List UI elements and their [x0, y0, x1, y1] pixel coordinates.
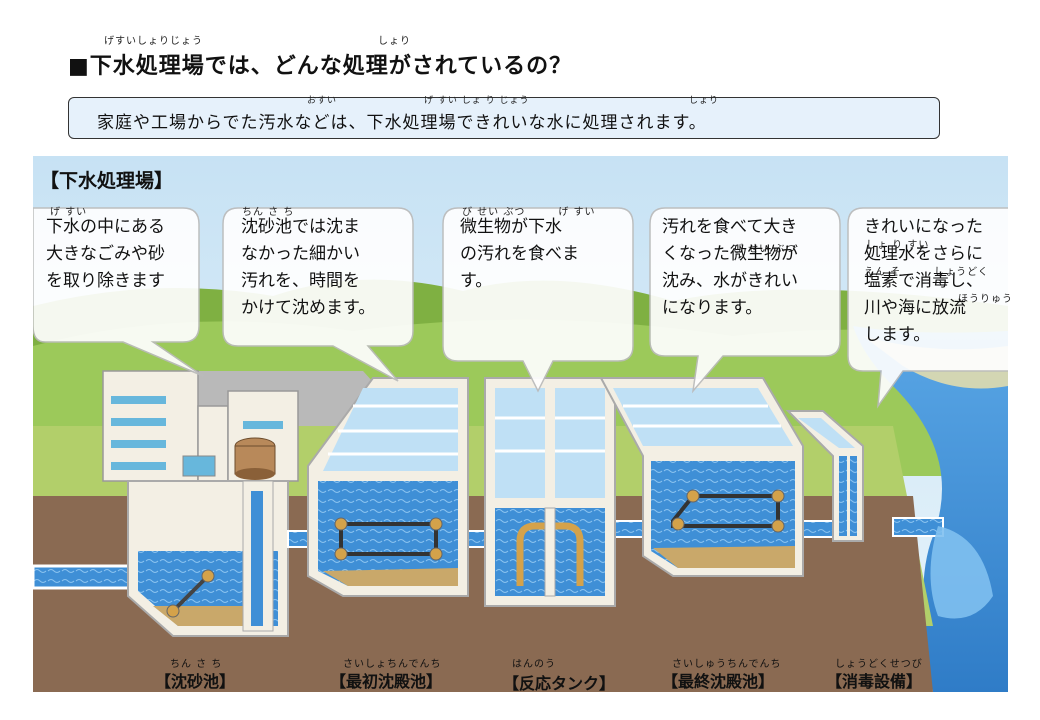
bubble-5-line: きれいになった [864, 217, 983, 237]
bubble-5-line: します。 [864, 325, 931, 345]
bubble-5-line: 塩素で消毒し、 [864, 271, 983, 291]
primary-sedimentation-tank [307, 377, 469, 597]
stage-ruby-final-sedimentation: さいしゅうちんでんち [672, 659, 782, 670]
facility-title: 【下水処理場】 [40, 170, 174, 192]
bubble-4-line: 沈み、水がきれい [662, 271, 798, 291]
stage-label-grit-chamber: 【沈砂池】 [155, 672, 236, 691]
speech-bubbles [33, 207, 1008, 409]
bubble-5-text: きれいになった 処理水をさらに 塩素で消毒し、 川や海に放流 します。 [864, 214, 983, 349]
bubble-5-line: 川や海に放流 [864, 298, 966, 318]
bubble-2-line: 汚れを、時間を [241, 271, 360, 291]
stage-ruby-grit-chamber: ちん さ ち [170, 659, 223, 670]
bubble-4-ruby: び せい ぶつ [733, 244, 797, 255]
bubble-4-line: くなった微生物が [662, 244, 798, 264]
outflow-splash [930, 526, 993, 619]
bubble-5-line: 処理水をさらに [864, 244, 983, 264]
bubble-5-ruby: しょ り すい [866, 240, 930, 251]
bubble-shape-1 [33, 207, 204, 377]
bubble-1-line: 大きなごみや砂 [46, 244, 165, 264]
bubble-shape-3 [442, 207, 634, 393]
bubble-shape-4 [649, 207, 841, 394]
bubble-4-line: 汚れを食べて大き [662, 217, 798, 237]
bubble-2-line: かけて沈めます。 [241, 298, 376, 318]
bubble-3-line: す。 [460, 271, 493, 291]
title-ruby-gesuishorijou: げすいしょりじょう [104, 36, 203, 47]
bubble-4-text: 汚れを食べて大き くなった微生物が 沈み、水がきれい になります。 [662, 214, 798, 322]
bubble-2-text: 沈砂池では沈ま なかった細かい 汚れを、時間を かけて沈めます。 [241, 214, 375, 322]
title-ruby-shori: しょり [378, 36, 411, 47]
plant-svg [33, 156, 1008, 692]
bubble-shape-2 [222, 207, 414, 382]
disinfection-facility [785, 410, 864, 542]
bubble-3-text: 微生物が下水 の汚れを食べま す。 [460, 214, 579, 295]
bubble-1-ruby: げ すい [50, 207, 88, 218]
reaction-tank [484, 377, 616, 607]
stage-ruby-reaction-tank: はんのう [512, 659, 556, 670]
stage-label-primary-sedimentation: 【最初沈殿池】 [330, 672, 443, 691]
bubble-1-text: 下水の中にある 大きなごみや砂 を取り除きます [46, 214, 165, 295]
bubble-1-line: を取り除きます [46, 271, 165, 291]
bubble-2-ruby: ちん さ ち [242, 207, 295, 218]
bubble-shape-5 [847, 207, 1008, 409]
intro-ruby-shori: しょり [689, 96, 720, 106]
stage-ruby-primary-sedimentation: さいしょちんでんち [343, 659, 442, 670]
stage-label-disinfection: 【消毒設備】 [826, 672, 923, 691]
stage-label-final-sedimentation: 【最終沈殿池】 [662, 672, 775, 691]
bubble-4-line: になります。 [662, 298, 763, 318]
intro-box: おすい げ すい しょ り じょう しょり 家庭や工場からでた汚水などは、下水処… [68, 96, 940, 139]
bubble-3-line: の汚れを食べま [460, 244, 579, 264]
intro-ruby-gesui: げ すい しょ り じょう [424, 96, 530, 106]
page-title: ■下水処理場では、どんな処理がされているの？ [68, 54, 573, 79]
bubble-1-line: 下水の中にある [46, 217, 165, 237]
treatment-plant-illustration [33, 156, 1008, 692]
building [102, 370, 299, 637]
stage-label-reaction-tank: 【反応タンク】 [503, 674, 616, 693]
title-block: げすいしょりじょう しょり ■下水処理場では、どんな処理がされているの？ [68, 36, 573, 80]
intro-text: 家庭や工場からでた汚水などは、下水処理場できれいな水に処理されます。 [97, 113, 707, 133]
bubble-5-ruby2: えん そ しょうどく [864, 267, 989, 278]
bubble-5-ruby3: ほうりゅう [958, 294, 1013, 305]
bubble-3-line: 微生物が下水 [460, 217, 562, 237]
intro-ruby-osui: おすい [307, 96, 338, 106]
bubble-3-ruby: び せい ぶつ げ すい [462, 207, 596, 218]
final-sedimentation-tank [599, 377, 804, 577]
bubble-2-line: 沈砂池では沈ま [241, 217, 360, 237]
bubble-2-line: なかった細かい [241, 244, 360, 264]
outflow-pipe [892, 517, 944, 537]
stage-ruby-disinfection: しょうどくせつび [835, 659, 923, 670]
